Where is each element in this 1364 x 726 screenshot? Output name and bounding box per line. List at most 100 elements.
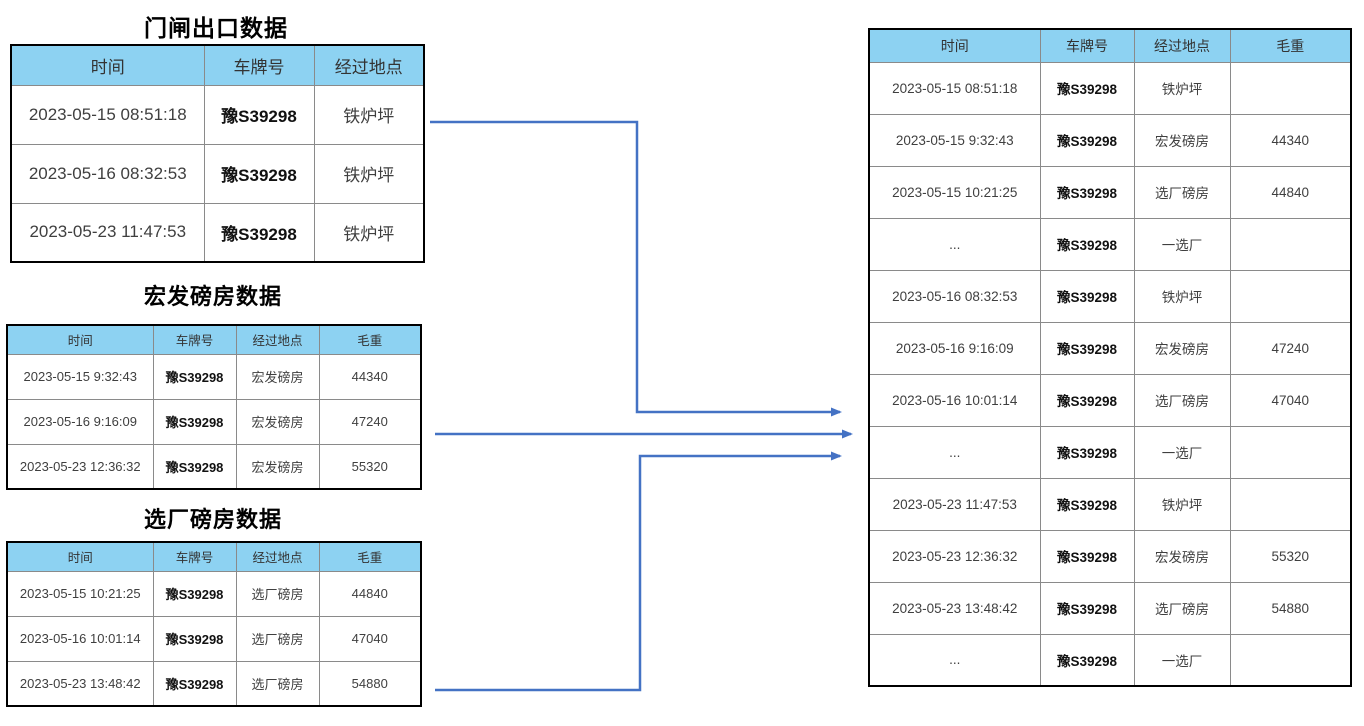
table-cell: 豫S39298 xyxy=(1039,425,1135,479)
header-row: 时间车牌号经过地点毛重 xyxy=(868,28,1352,63)
table-cell: 铁炉坪 xyxy=(1133,269,1231,323)
table-cell: 铁炉坪 xyxy=(1133,61,1231,115)
table-cell: 宏发磅房 xyxy=(1133,321,1231,375)
table-cell xyxy=(1229,269,1352,323)
table-cell: 豫S39298 xyxy=(152,443,237,490)
column-header: 经过地点 xyxy=(1133,28,1231,63)
column-header: 经过地点 xyxy=(235,324,320,355)
table-cell: 47240 xyxy=(1229,321,1352,375)
column-header: 车牌号 xyxy=(152,324,237,355)
table-cell: 2023-05-23 12:36:32 xyxy=(868,529,1041,583)
header-row: 时间车牌号经过地点毛重 xyxy=(6,541,422,572)
column-header: 时间 xyxy=(6,324,154,355)
table-cell: 44840 xyxy=(1229,165,1352,219)
gate-table-title: 门闸出口数据 xyxy=(144,15,288,41)
table-cell: 2023-05-23 13:48:42 xyxy=(6,660,154,707)
table-cell: 2023-05-16 9:16:09 xyxy=(868,321,1041,375)
xuanchang-to-merged-arrow-icon xyxy=(435,451,842,692)
table-cell: 2023-05-16 10:01:14 xyxy=(6,615,154,662)
table-cell: 豫S39298 xyxy=(1039,113,1135,167)
table-cell: 豫S39298 xyxy=(1039,633,1135,687)
table-cell: 55320 xyxy=(318,443,422,490)
table-cell: 55320 xyxy=(1229,529,1352,583)
column-header: 经过地点 xyxy=(235,541,320,572)
table-cell: 选厂磅房 xyxy=(235,660,320,707)
table-cell: 47040 xyxy=(1229,373,1352,427)
table-cell: 选厂磅房 xyxy=(235,570,320,617)
header-row: 时间车牌号经过地点毛重 xyxy=(6,324,422,355)
column-header: 车牌号 xyxy=(152,541,237,572)
table-cell: 2023-05-23 13:48:42 xyxy=(868,581,1041,635)
table-cell: 2023-05-16 08:32:53 xyxy=(10,143,205,204)
column-header: 经过地点 xyxy=(313,44,425,86)
table-cell: 47240 xyxy=(318,398,422,445)
table-cell: 豫S39298 xyxy=(203,143,315,204)
table-cell: 豫S39298 xyxy=(152,570,237,617)
table-cell: 豫S39298 xyxy=(1039,477,1135,531)
table-cell: 豫S39298 xyxy=(203,202,315,263)
gate-to-merged-arrow-icon xyxy=(430,120,842,417)
table-cell xyxy=(1229,477,1352,531)
table-cell: 选厂磅房 xyxy=(1133,165,1231,219)
table-cell: 豫S39298 xyxy=(1039,373,1135,427)
table-cell: 47040 xyxy=(318,615,422,662)
table-cell: 豫S39298 xyxy=(1039,61,1135,115)
table-cell: 豫S39298 xyxy=(1039,581,1135,635)
table-cell: 豫S39298 xyxy=(152,353,237,400)
table-cell: 铁炉坪 xyxy=(1133,477,1231,531)
table-cell: 铁炉坪 xyxy=(313,202,425,263)
table-cell: 一选厂 xyxy=(1133,425,1231,479)
table-cell: 豫S39298 xyxy=(203,84,315,145)
table-cell: 2023-05-15 08:51:18 xyxy=(868,61,1041,115)
column-header: 时间 xyxy=(10,44,205,86)
column-header: 时间 xyxy=(868,28,1041,63)
table-cell: ... xyxy=(868,217,1041,271)
table-cell: 铁炉坪 xyxy=(313,143,425,204)
column-header: 毛重 xyxy=(318,541,422,572)
table-cell: 豫S39298 xyxy=(152,398,237,445)
table-cell: 豫S39298 xyxy=(1039,529,1135,583)
column-header: 时间 xyxy=(6,541,154,572)
table-cell: 宏发磅房 xyxy=(235,443,320,490)
table-cell: 54880 xyxy=(1229,581,1352,635)
table-cell: 选厂磅房 xyxy=(1133,581,1231,635)
table-cell: 豫S39298 xyxy=(152,660,237,707)
table-cell: ... xyxy=(868,425,1041,479)
table-cell: ... xyxy=(868,633,1041,687)
table-cell: 选厂磅房 xyxy=(235,615,320,662)
table-cell: 豫S39298 xyxy=(1039,269,1135,323)
table-cell: 2023-05-16 9:16:09 xyxy=(6,398,154,445)
table-cell: 2023-05-15 9:32:43 xyxy=(6,353,154,400)
table-cell: 2023-05-15 10:21:25 xyxy=(6,570,154,617)
column-header: 毛重 xyxy=(318,324,422,355)
table-cell: 一选厂 xyxy=(1133,217,1231,271)
header-row: 时间车牌号经过地点 xyxy=(10,44,425,86)
table-cell: 2023-05-15 9:32:43 xyxy=(868,113,1041,167)
table-cell: 44840 xyxy=(318,570,422,617)
table-cell xyxy=(1229,61,1352,115)
hongfa-table-title: 宏发磅房数据 xyxy=(143,284,282,309)
table-cell: 2023-05-15 08:51:18 xyxy=(10,84,205,145)
table-cell: 宏发磅房 xyxy=(235,398,320,445)
table-cell: 2023-05-23 11:47:53 xyxy=(10,202,205,263)
table-cell: 豫S39298 xyxy=(1039,217,1135,271)
table-cell: 选厂磅房 xyxy=(1133,373,1231,427)
table-cell: 豫S39298 xyxy=(1039,321,1135,375)
table-cell xyxy=(1229,633,1352,687)
table-cell: 2023-05-23 11:47:53 xyxy=(868,477,1041,531)
table-cell: 44340 xyxy=(1229,113,1352,167)
